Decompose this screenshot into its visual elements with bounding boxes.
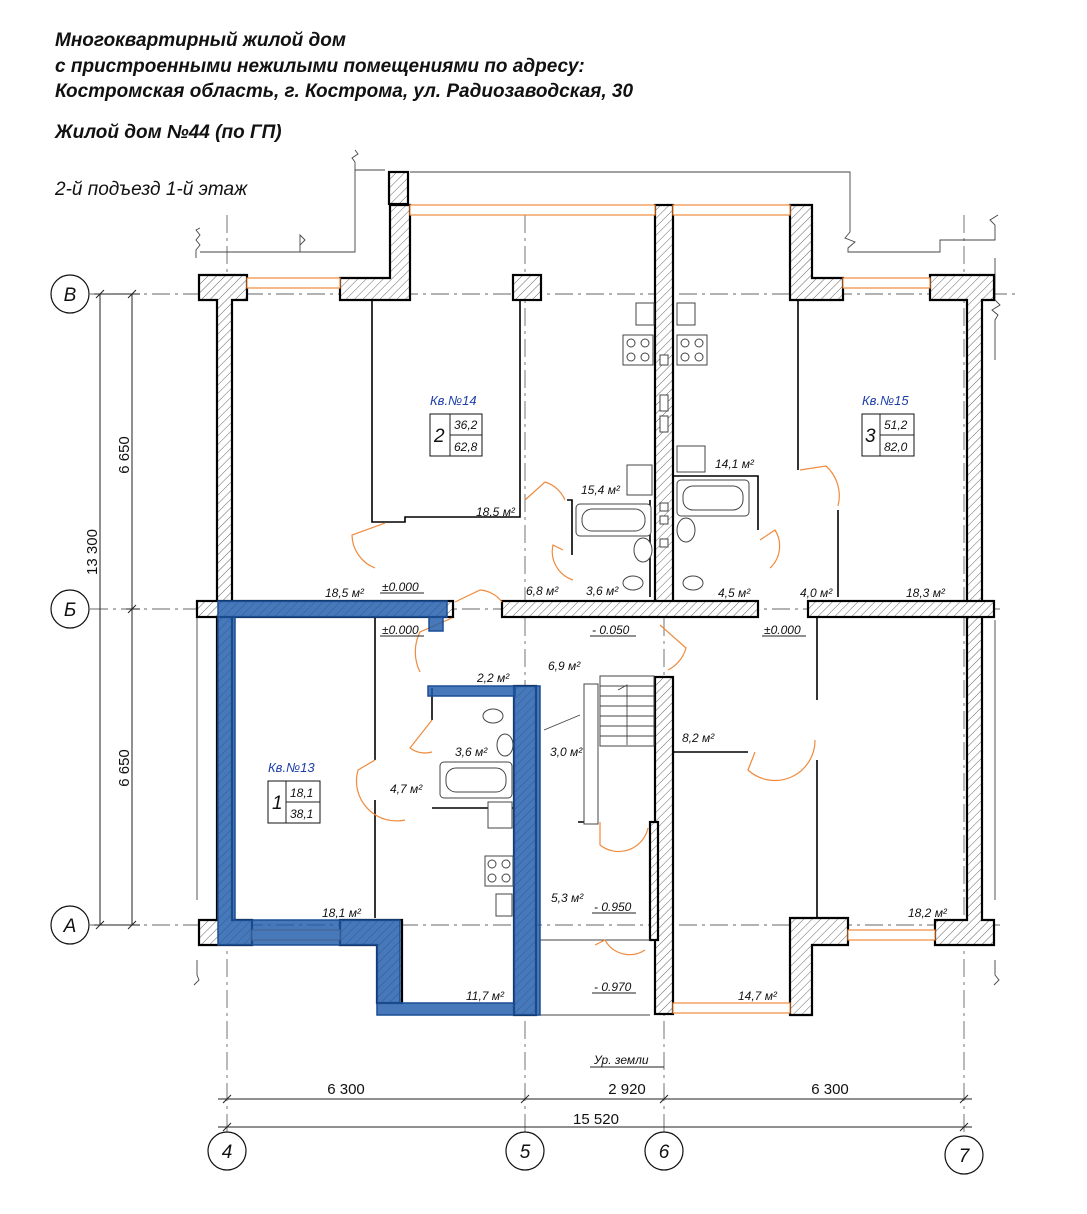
fixtures (439, 302, 750, 917)
room-areas: 18,5 м² 15,4 м² 14,1 м² 18,5 м² 6,8 м² 3… (322, 457, 948, 1003)
room-area: 18,1 м² (322, 906, 362, 920)
room-area: 6,8 м² (526, 584, 559, 598)
room-area: 18,5 м² (476, 505, 516, 519)
room-area: 4,5 м² (718, 586, 751, 600)
title-line-1: Многоквартирный жилой дом (55, 30, 346, 51)
apartment-label-15: Кв.№15 3 51,2 82,0 (861, 393, 915, 457)
room-area: 4,0 м² (800, 586, 833, 600)
axis-label: 5 (520, 1142, 531, 1163)
room-area: 18,5 м² (325, 586, 365, 600)
svg-text:38,1: 38,1 (290, 807, 313, 821)
room-area: 18,2 м² (908, 906, 948, 920)
axis-label: 4 (222, 1142, 233, 1163)
dimension: 6 300 (811, 1081, 849, 1098)
ground-level: Ур. земли (593, 1053, 649, 1067)
svg-text:2: 2 (433, 426, 445, 447)
level-mark: ±0.000 (764, 623, 801, 637)
apartment-label-13: Кв.№13 1 18,1 38,1 (267, 760, 321, 824)
room-area: 3,0 м² (550, 745, 583, 759)
room-area: 4,7 м² (390, 782, 423, 796)
axis-label: 7 (959, 1146, 971, 1167)
title-line-3: Костромская область, г. Кострома, ул. Ра… (55, 81, 634, 102)
break-lines (193, 149, 1001, 1016)
dimension: 15 520 (573, 1111, 619, 1128)
apartment-13-highlight (217, 600, 541, 1016)
room-area: 14,1 м² (715, 457, 755, 471)
axis-label: 6 (659, 1142, 670, 1163)
floor-title: 2-й подъезд 1-й этаж (55, 179, 248, 200)
svg-text:1: 1 (272, 793, 283, 814)
level-mark: - 0.050 (592, 623, 630, 637)
level-mark: ±0.000 (382, 580, 419, 594)
axis-label: В (64, 285, 77, 306)
dimension: 2 920 (608, 1081, 646, 1098)
dimension: 6 650 (116, 436, 133, 474)
svg-text:18,1: 18,1 (290, 786, 313, 800)
room-area: 18,3 м² (906, 586, 946, 600)
apartment-label-14: Кв.№14 2 36,2 62,8 (429, 393, 483, 457)
room-area: 3,6 м² (586, 584, 619, 598)
dimension: 13 300 (84, 529, 101, 575)
level-marks: ±0.000 ±0.000 - 0.050 ±0.000 - 0.950 - 0… (380, 580, 806, 1068)
doors (351, 465, 840, 956)
axis-bubbles: В Б А 4 5 6 7 (50, 274, 984, 1175)
level-mark: - 0.970 (594, 980, 632, 994)
title-line-2: с пристроенными нежилыми помещениями по … (55, 56, 585, 77)
room-area: 5,3 м² (551, 891, 584, 905)
svg-text:3: 3 (865, 426, 876, 447)
level-mark: ±0.000 (382, 623, 419, 637)
stairs (543, 675, 655, 747)
room-area: 8,2 м² (682, 731, 715, 745)
svg-text:62,8: 62,8 (454, 440, 478, 454)
dimension: 6 300 (327, 1081, 365, 1098)
building-title: Жилой дом №44 (по ГП) (55, 122, 282, 143)
svg-text:82,0: 82,0 (884, 440, 908, 454)
dimensions-left: 6 650 6 650 13 300 (84, 289, 140, 930)
svg-text:36,2: 36,2 (454, 418, 478, 432)
dimensions-bottom: 6 300 2 920 6 300 15 520 (218, 1081, 972, 1132)
axis-label: Б (64, 600, 76, 621)
room-area: 14,7 м² (738, 989, 778, 1003)
level-mark: - 0.950 (594, 900, 632, 914)
axis-label: А (63, 916, 77, 937)
svg-text:Кв.№15: Кв.№15 (862, 393, 909, 408)
room-area: 15,4 м² (581, 483, 621, 497)
svg-text:Кв.№14: Кв.№14 (430, 393, 477, 408)
room-area: 3,6 м² (455, 745, 488, 759)
room-area: 11,7 м² (466, 989, 505, 1003)
svg-text:51,2: 51,2 (884, 418, 908, 432)
partitions (371, 300, 839, 941)
dimension: 6 650 (116, 749, 133, 787)
room-area: 6,9 м² (548, 659, 581, 673)
svg-text:Кв.№13: Кв.№13 (268, 760, 315, 775)
room-area: 2,2 м² (476, 671, 510, 685)
